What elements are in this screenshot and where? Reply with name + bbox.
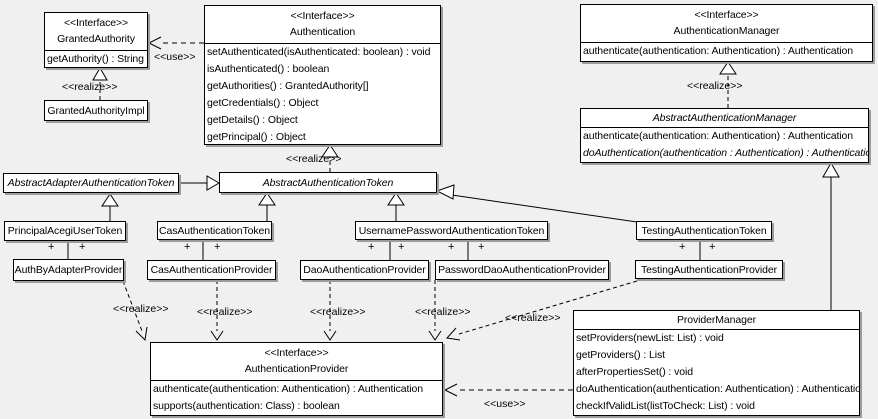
class-auth-by-adapter-provider: AuthByAdapterProvider <box>13 259 124 281</box>
association-end-plus: + <box>679 241 686 253</box>
generalization-abstractadaptertoken-abstractauthenticationtoken <box>179 175 220 191</box>
method-row: authenticate(authentication: Authenticat… <box>583 45 854 57</box>
use-providermanager-authenticationprovider <box>443 383 573 397</box>
class-name: AuthenticationProvider <box>244 363 349 375</box>
association-end-plus: + <box>48 241 55 253</box>
class-name: TestingAuthenticationToken <box>641 224 767 237</box>
class-username-password-authentication-token: UsernamePasswordAuthenticationToken <box>355 221 548 240</box>
method-row: getPrincipal() : Object <box>207 131 306 143</box>
stereotype-label: <<Interface>> <box>264 347 329 359</box>
method-row: afterPropertiesSet() : void <box>576 366 693 378</box>
method-row: supports(authentication: Class) : boolea… <box>153 400 340 412</box>
association-end-plus: + <box>709 241 716 253</box>
realization-authbyadapterprovider-authenticationprovider <box>122 280 148 342</box>
association-end-plus: + <box>478 241 485 253</box>
class-testing-authentication-provider: TestingAuthenticationProvider <box>635 260 783 279</box>
class-name: ProviderManager <box>676 314 757 326</box>
method-row: doAuthentication(authentication : Authen… <box>583 147 868 159</box>
stereotype-label: <<Interface>> <box>63 17 129 29</box>
method-row: getProviders() : List <box>576 349 665 361</box>
method-row: getCredentials() : Object <box>207 97 319 109</box>
class-name: PrincipalAcegiUserToken <box>7 225 123 237</box>
association-end-plus: + <box>448 241 455 253</box>
generalization-testingauthenticationtoken-abstractauthenticationtoken <box>435 184 638 223</box>
realize-label: <<realize>> <box>286 153 342 165</box>
method-row: setAuthenticated(isAuthenticated: boolea… <box>207 46 431 58</box>
class-principal-acegi-user-token: PrincipalAcegiUserToken <box>4 221 126 241</box>
method-row: checkIfValidList(listToCheck: List) : vo… <box>576 400 755 412</box>
class-authentication-provider: <<Interface>> AuthenticationProvider aut… <box>150 342 443 416</box>
method-row: setProviders(newList: List) : void <box>576 332 724 344</box>
class-password-dao-authentication-provider: PasswordDaoAuthenticationProvider <box>435 260 609 280</box>
realization-grantedauthorityimpl-grantedauthority <box>92 67 108 100</box>
class-authentication-manager: <<Interface>> AuthenticationManager auth… <box>580 4 873 62</box>
association-end-plus: + <box>79 241 86 253</box>
method-row: getAuthorities() : GrantedAuthority[] <box>207 80 369 92</box>
realization-testingauthenticationprovider-authenticationprovider <box>446 280 638 341</box>
class-name: Authentication <box>289 26 356 38</box>
method-row: authenticate(authentication: Authenticat… <box>153 383 424 395</box>
realization-abstractauthenticationtoken-authentication <box>321 144 339 172</box>
association-end-plus: + <box>368 241 375 253</box>
class-name: DaoAuthenticationProvider <box>303 264 426 276</box>
class-granted-authority-impl: GrantedAuthorityImpl <box>44 100 148 121</box>
class-name: AuthByAdapterProvider <box>14 264 123 276</box>
class-provider-manager: ProviderManager setProviders(newList: Li… <box>573 310 860 416</box>
use-label: <<use>> <box>484 398 526 410</box>
realize-label: <<realize>> <box>197 306 253 318</box>
association-end-plus: + <box>398 241 405 253</box>
method-row: isAuthenticated() : boolean <box>207 63 330 75</box>
class-granted-authority: <<Interface>> GrantedAuthority getAuthor… <box>44 12 148 68</box>
class-name: GrantedAuthority <box>57 33 135 45</box>
realize-label: <<realize>> <box>62 81 118 93</box>
class-authentication: <<Interface>> Authentication setAuthenti… <box>204 5 441 145</box>
class-name: AbstractAuthenticationManager <box>652 112 797 124</box>
class-name: AbstractAdapterAuthenticationToken <box>7 177 175 189</box>
method-row: getDetails() : Object <box>207 114 298 126</box>
realization-casauthenticationprovider-authenticationprovider <box>210 280 224 341</box>
association-end-plus: + <box>184 241 191 253</box>
class-name: AbstractAuthenticationToken <box>262 176 394 189</box>
realization-daoauthenticationprovider-authenticationprovider <box>323 280 337 341</box>
stereotype-label: <<Interface>> <box>694 9 759 21</box>
class-name: GrantedAuthorityImpl <box>47 104 145 117</box>
class-name: UsernamePasswordAuthenticationToken <box>358 224 545 237</box>
method-row: authenticate(authentication: Authenticat… <box>583 130 854 142</box>
realization-passworddaoprovider-authenticationprovider <box>428 280 442 341</box>
class-cas-authentication-token: CasAuthenticationToken <box>157 221 272 240</box>
association-end-plus: + <box>214 241 221 253</box>
class-name: PasswordDaoAuthenticationProvider <box>438 264 606 276</box>
class-abstract-authentication-manager: AbstractAuthenticationManager authentica… <box>580 108 869 163</box>
use-authentication-grantedauthority <box>147 36 204 50</box>
generalization-casauthenticationtoken-abstractauthenticationtoken <box>258 192 276 221</box>
realization-abstractauthenticationmanager-authenticationmanager <box>719 61 737 108</box>
realize-label: <<realize>> <box>415 306 471 318</box>
generalization-usernamepasswordtoken-abstractauthenticationtoken <box>387 192 405 221</box>
generalization-providermanager-abstractauthenticationmanager <box>822 161 840 310</box>
class-name: AuthenticationManager <box>673 25 780 37</box>
class-name: TestingAuthenticationProvider <box>640 263 777 276</box>
realize-label: <<realize>> <box>505 312 561 324</box>
method-row: getAuthority() : String <box>47 53 144 65</box>
use-label: <<use>> <box>154 51 196 63</box>
class-testing-authentication-token: TestingAuthenticationToken <box>636 221 772 240</box>
realize-label: <<realize>> <box>687 80 743 92</box>
class-name: CasAuthenticationToken <box>158 224 271 237</box>
realize-label: <<realize>> <box>310 306 366 318</box>
class-dao-authentication-provider: DaoAuthenticationProvider <box>300 260 429 280</box>
realize-label: <<realize>> <box>113 303 169 315</box>
generalization-principalacegiusertoken-abstractadapterauthenticationtoken <box>101 193 119 221</box>
class-name: CasAuthenticationProvider <box>150 264 273 276</box>
class-abstract-adapter-authentication-token: AbstractAdapterAuthenticationToken <box>3 173 179 193</box>
stereotype-label: <<Interface>> <box>290 10 355 22</box>
class-cas-authentication-provider: CasAuthenticationProvider <box>147 260 276 280</box>
class-abstract-authentication-token: AbstractAuthenticationToken <box>219 172 437 193</box>
method-row: doAuthentication(authentication: Authent… <box>576 383 859 395</box>
